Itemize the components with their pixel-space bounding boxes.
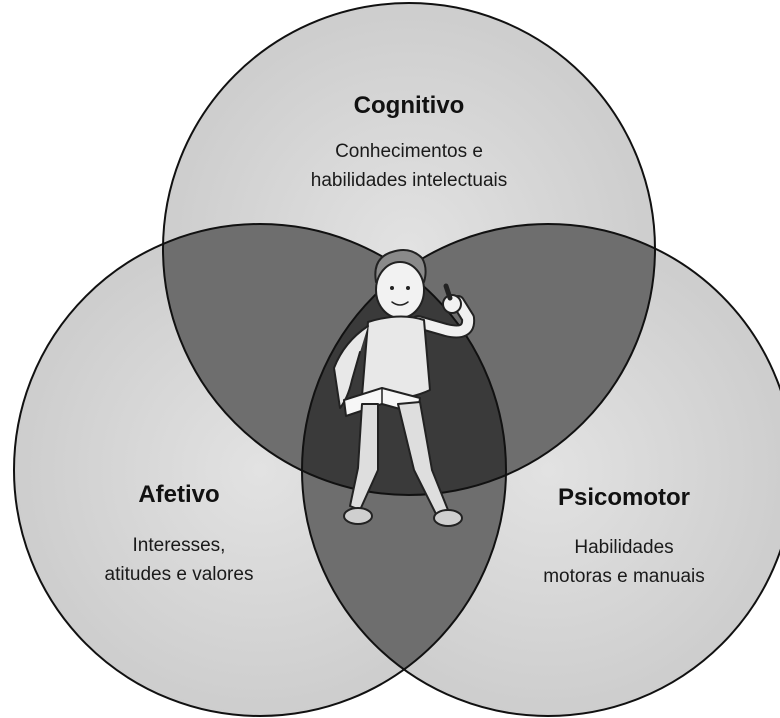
afetivo-desc-line1: Interesses, <box>133 535 226 556</box>
boy-right-shoe <box>433 509 463 527</box>
circle-outline-afetivo <box>13 223 507 717</box>
cognitivo-desc-line2: habilidades intelectuais <box>311 170 507 191</box>
circle-outline-psicomotor <box>301 223 780 717</box>
cognitivo-desc-line1: Conhecimentos e <box>335 141 483 162</box>
afetivo-title: Afetivo <box>138 481 219 508</box>
afetivo-desc-line2: atitudes e valores <box>105 564 254 585</box>
boy-shirt <box>361 315 431 400</box>
boy-reading-thumbs-up-icon <box>333 249 476 527</box>
boy-thumb <box>442 294 462 314</box>
boy-left-shoe <box>343 507 373 525</box>
psicomotor-desc-line1: Habilidades <box>574 537 673 558</box>
circle-outlines <box>13 2 780 717</box>
boy-head <box>375 261 425 319</box>
cognitivo-title: Cognitivo <box>354 92 465 119</box>
psicomotor-desc-line2: motoras e manuais <box>543 566 705 587</box>
psicomotor-title: Psicomotor <box>558 484 690 511</box>
boy-left-arm <box>333 325 369 409</box>
